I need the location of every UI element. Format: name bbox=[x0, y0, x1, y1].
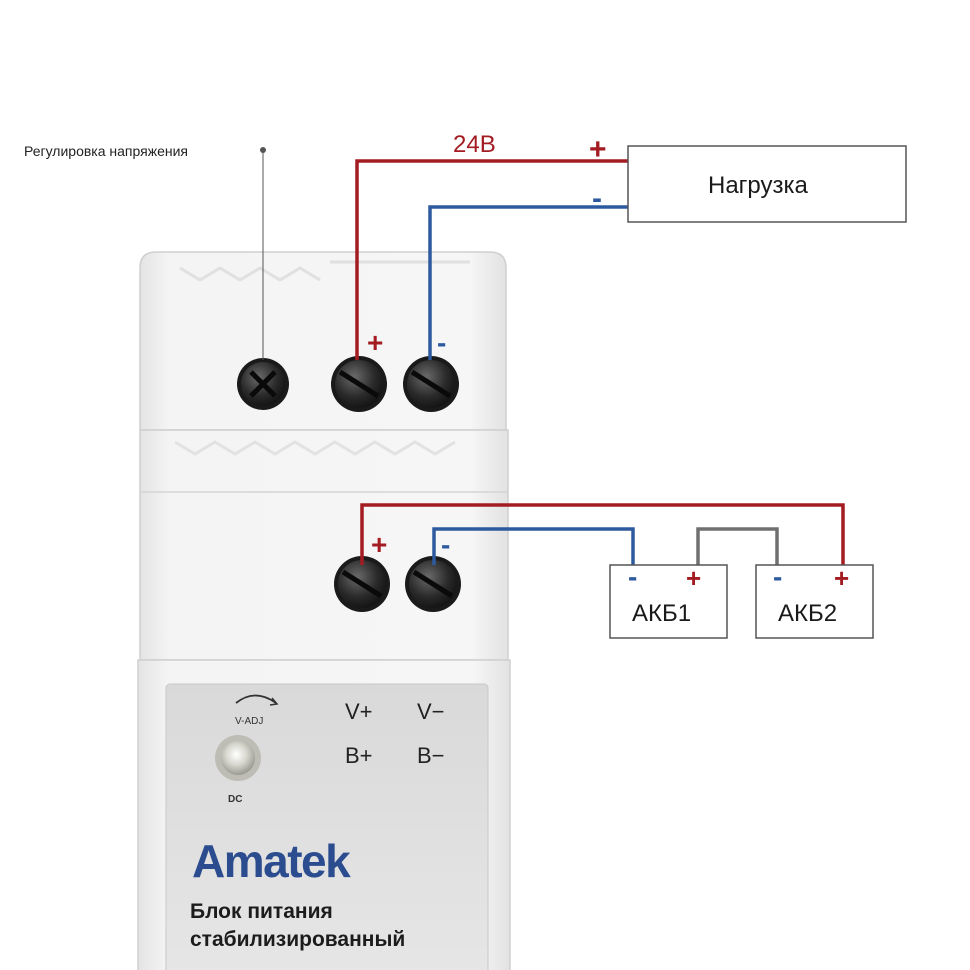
vent-ribs-top bbox=[179, 260, 470, 282]
power-supply-body bbox=[137, 251, 511, 970]
battery-2-label: АКБ2 bbox=[778, 600, 837, 627]
terminal-bottom-minus-sign: - bbox=[441, 529, 450, 560]
load-label: Нагрузка bbox=[708, 172, 809, 199]
battery-1-plus-sign: + bbox=[686, 563, 701, 593]
terminal-bottom-plus-sign: + bbox=[371, 529, 387, 560]
battery-2-plus-sign: + bbox=[834, 563, 849, 593]
battery-1-label: АКБ1 bbox=[632, 600, 691, 627]
adjust-label: V-ADJ bbox=[235, 716, 263, 727]
terminal-top-minus-sign: - bbox=[437, 327, 446, 358]
dc-led bbox=[215, 735, 261, 781]
wire-battery-positive bbox=[360, 503, 845, 565]
terminal-screw-top-plus[interactable] bbox=[331, 356, 387, 412]
battery-2-box bbox=[755, 564, 874, 639]
vent-ribs-middle bbox=[174, 440, 456, 456]
battery-1-minus-sign: - bbox=[628, 561, 637, 592]
load-minus-sign: - bbox=[592, 182, 602, 215]
panel-caption-line1: Блок питания bbox=[190, 900, 333, 923]
terminal-screw-top-minus[interactable] bbox=[403, 356, 459, 412]
panel-b-plus: B+ bbox=[345, 743, 373, 768]
load-plus-sign: + bbox=[589, 133, 607, 166]
panel-caption-line2: стабилизированный bbox=[190, 928, 405, 951]
adjust-indicator-icon bbox=[235, 694, 279, 706]
wire-load-positive bbox=[355, 159, 628, 360]
terminal-screw-bottom-plus[interactable] bbox=[334, 556, 390, 612]
wire-load-negative bbox=[428, 205, 628, 360]
terminal-screw-bottom-minus[interactable] bbox=[405, 556, 461, 612]
voltage-adjust-pointer bbox=[260, 147, 266, 360]
voltage-adjust-annotation: Регулировка напряжения bbox=[24, 143, 188, 159]
brand-logo: Amatek bbox=[192, 835, 351, 887]
battery-2-minus-sign: - bbox=[773, 561, 782, 592]
load-box bbox=[627, 145, 907, 223]
led-label: DC bbox=[228, 794, 242, 805]
panel-v-minus: V− bbox=[417, 699, 445, 724]
panel-v-plus: V+ bbox=[345, 699, 373, 724]
voltage-adjust-screw[interactable] bbox=[237, 358, 289, 410]
terminal-top-plus-sign: + bbox=[367, 327, 383, 358]
wire-battery-negative bbox=[432, 527, 635, 565]
wire-battery-bridge bbox=[696, 527, 779, 565]
panel-b-minus: B− bbox=[417, 743, 445, 768]
voltage-label: 24В bbox=[453, 131, 496, 158]
battery-1-box bbox=[609, 564, 728, 639]
